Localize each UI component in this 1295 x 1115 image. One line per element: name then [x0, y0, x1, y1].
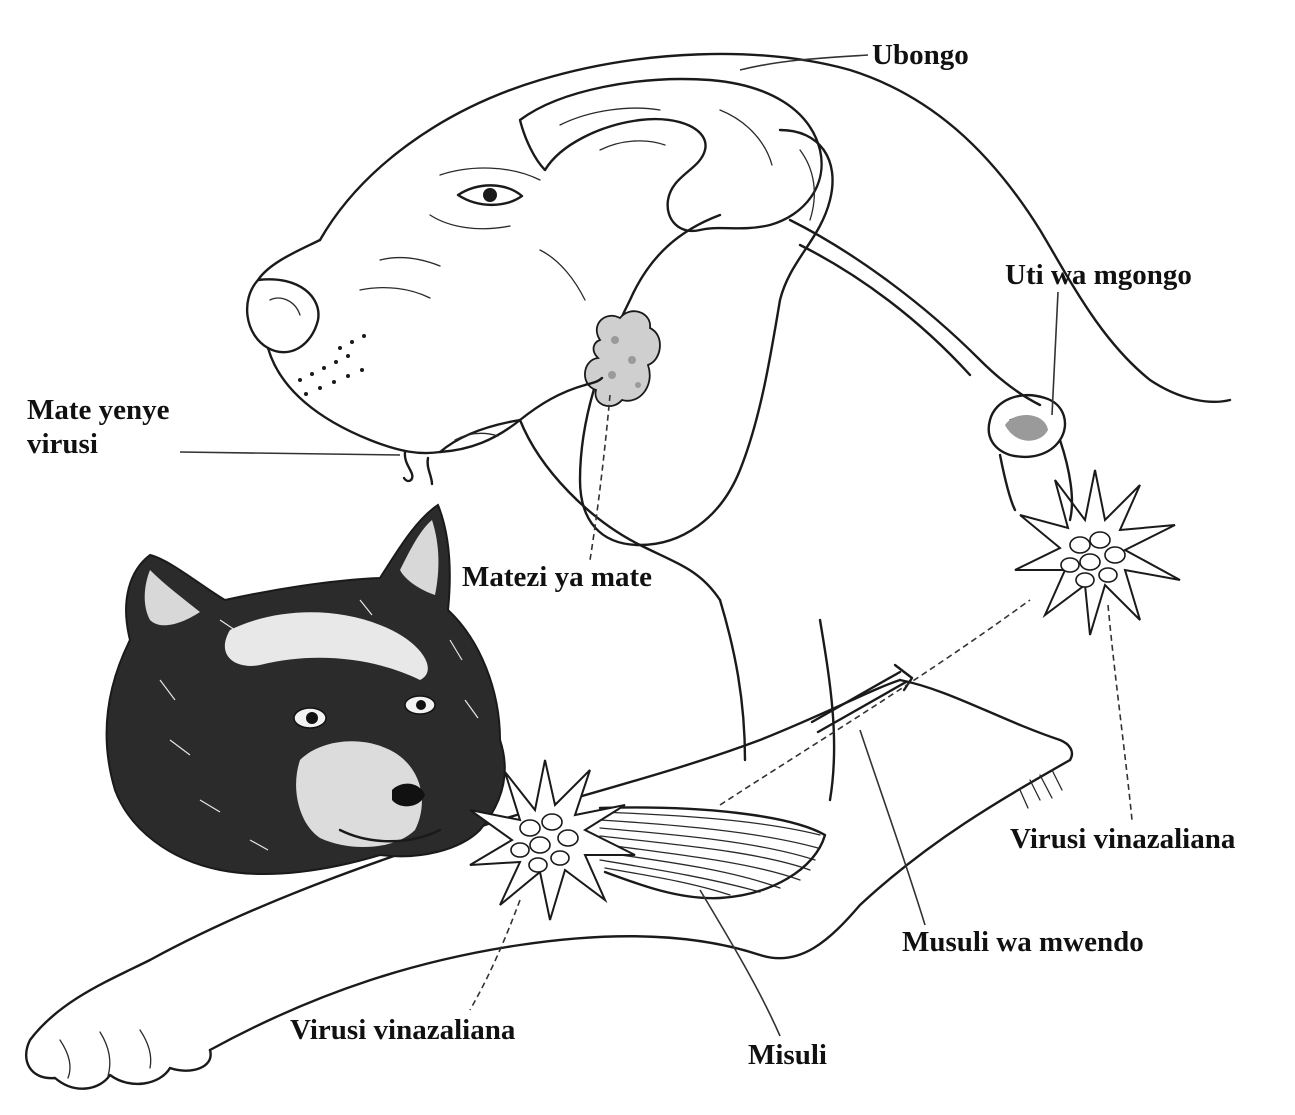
label-virusi-left-text: Virusi vinazaliana — [290, 1013, 515, 1047]
label-musuli-wa-mwendo: Musuli wa mwendo — [902, 925, 1144, 959]
spinal-cord-section — [989, 395, 1072, 520]
raccoon-head-drawing — [107, 505, 505, 874]
virus-cluster-right — [1015, 470, 1180, 635]
salivary-gland — [585, 311, 660, 406]
label-virusi-right-text: Virusi vinazaliana — [1010, 822, 1235, 856]
label-uti-wa-mgongo: Uti wa mgongo — [1005, 258, 1192, 292]
label-uti-wa-mgongo-text: Uti wa mgongo — [1005, 258, 1192, 292]
label-matezi-ya-mate-text: Matezi ya mate — [462, 560, 652, 594]
label-mate-line1: Mate yenye — [27, 393, 170, 427]
label-ubongo-text: Ubongo — [872, 38, 969, 72]
label-virusi-vinazaliana-right: Virusi vinazaliana — [1010, 822, 1235, 856]
muscle-fibers — [600, 807, 825, 898]
label-mate-yenye-virusi: Mate yenye virusi — [27, 393, 170, 461]
label-ubongo: Ubongo — [872, 38, 969, 72]
label-mate-line2: virusi — [27, 427, 170, 461]
label-musuli-wa-mwendo-text: Musuli wa mwendo — [902, 925, 1144, 959]
label-misuli-text: Misuli — [748, 1038, 827, 1072]
label-virusi-vinazaliana-left: Virusi vinazaliana — [290, 1013, 515, 1047]
label-misuli: Misuli — [748, 1038, 827, 1072]
label-matezi-ya-mate: Matezi ya mate — [462, 560, 652, 594]
